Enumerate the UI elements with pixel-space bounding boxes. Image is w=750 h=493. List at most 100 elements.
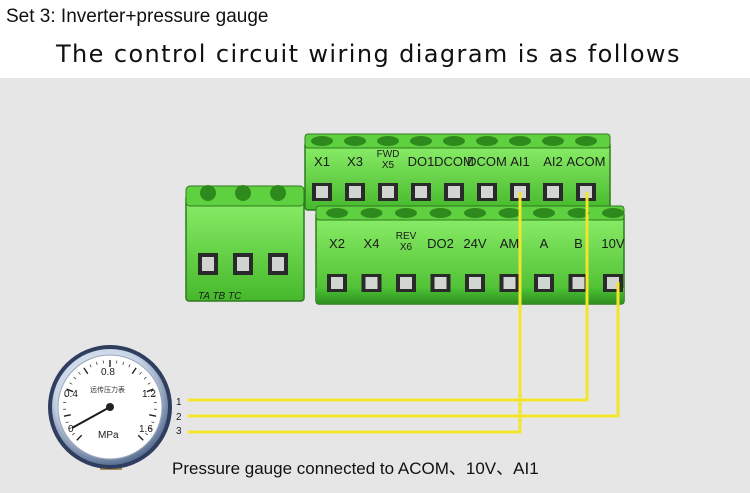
- top-terminal-screw: [349, 186, 361, 198]
- top-terminal-hole: [377, 136, 399, 146]
- wire-3: [188, 192, 522, 434]
- top-terminal-label: AI1: [510, 154, 530, 169]
- top-terminal-hole: [542, 136, 564, 146]
- gauge-tick: [69, 382, 73, 385]
- bottom-terminal-screw: [331, 277, 343, 289]
- top-terminal-screw: [547, 186, 559, 198]
- gauge-scale-label: 1.2: [142, 389, 156, 400]
- caption: Pressure gauge connected to ACOM、10V、AI1: [172, 459, 539, 478]
- top-terminal-hole: [575, 136, 597, 146]
- wires: [188, 192, 620, 434]
- bottom-terminal-screw: [365, 277, 378, 289]
- bottom-terminal-hole: [498, 208, 521, 218]
- header: Set 3: Inverter+pressure gauge The contr…: [0, 0, 750, 78]
- gauge-tick: [73, 376, 77, 380]
- bottom-terminal-hole: [464, 208, 486, 218]
- gauge-tick: [148, 427, 152, 430]
- bottom-terminal-label: 24V: [463, 236, 486, 251]
- gauge-tick: [72, 432, 75, 436]
- gauge-brand: 远传压力表: [90, 385, 125, 394]
- top-terminal-label: AI2: [543, 154, 563, 169]
- gauge-tick: [64, 395, 68, 397]
- gauge-tick: [65, 421, 69, 424]
- bottom-terminal-label: AM: [500, 236, 520, 251]
- gauge-tick: [131, 367, 137, 375]
- gauge-tick: [151, 421, 155, 424]
- gauge-scale-label: 0.4: [64, 389, 78, 400]
- bottom-terminal-screw: [538, 277, 550, 289]
- gauge-tick: [63, 414, 71, 417]
- top-terminal-hole: [476, 136, 498, 146]
- top-terminal-label: DO1: [408, 154, 435, 169]
- bottom-terminal-hole: [602, 208, 624, 218]
- bottom-terminal-screw: [434, 277, 447, 289]
- gauge-ticks: [63, 360, 157, 441]
- gauge-scale-label: 0: [68, 424, 74, 435]
- gauge-tick: [66, 388, 74, 393]
- top-terminal-label: DCOM: [467, 154, 507, 169]
- bottom-terminal-label: X6: [400, 242, 413, 253]
- bottom-terminal-label: X2: [329, 236, 345, 251]
- gauge-needle: [71, 406, 111, 429]
- top-terminal-label: X3: [347, 154, 363, 169]
- bottom-terminal-hole: [360, 208, 383, 218]
- gauge-tick: [149, 414, 157, 417]
- bottom-terminal-screw: [469, 277, 481, 289]
- gauge-tick: [145, 432, 148, 436]
- top-terminal-screw: [481, 186, 493, 198]
- wire-label: 2: [176, 412, 182, 423]
- top-terminal-label: ACOM: [567, 154, 606, 169]
- top-terminal-hole: [311, 136, 333, 146]
- gauge-tick: [96, 361, 98, 365]
- wire-label: 3: [176, 426, 182, 437]
- gauge-tick: [122, 361, 124, 365]
- bottom-terminal-label: REV: [396, 231, 417, 242]
- gauge-tick: [152, 395, 156, 397]
- bottom-terminal-hole: [567, 208, 590, 218]
- gauge-tick: [89, 364, 92, 368]
- wire-1: [188, 192, 589, 402]
- top-terminal-label: X5: [382, 160, 395, 171]
- gauge-unit: MPa: [98, 430, 119, 441]
- relay-terminal-block: TA TB TC: [185, 185, 305, 302]
- gauge-tick: [147, 382, 151, 385]
- bottom-terminal-hole: [326, 208, 348, 218]
- bottom-terminal-label: 10V: [601, 236, 624, 251]
- gauge-tick: [78, 371, 81, 375]
- gauge-tick: [83, 367, 89, 375]
- gauge-tick: [68, 427, 72, 430]
- top-terminal-label: X1: [314, 154, 330, 169]
- main-title: The control circuit wiring diagram is as…: [56, 40, 681, 68]
- top-terminal-screw: [448, 186, 460, 198]
- gauge-tick: [76, 434, 83, 441]
- gauge-tick: [146, 388, 154, 393]
- wire-2: [188, 282, 620, 418]
- gauge-scale-label: 1.6: [139, 424, 153, 435]
- bottom-terminal-hole: [395, 208, 417, 218]
- gauge-tick: [139, 371, 142, 375]
- bottom-terminal-screw: [400, 277, 412, 289]
- top-terminal-screw: [382, 186, 394, 198]
- wire-label: 1: [176, 397, 182, 408]
- gauge-tick: [128, 364, 131, 368]
- bottom-terminal-label: X4: [364, 236, 380, 251]
- bottom-terminal-label: A: [540, 236, 549, 251]
- relay-side-label: TA TB TC: [198, 291, 242, 302]
- gauge-scale-label: 0.8: [101, 367, 115, 378]
- bottom-terminal-label: B: [574, 236, 583, 251]
- bottom-terminal-screw: [607, 277, 619, 289]
- pressure-gauge: 0.8 0.4 1.2 0 1.6 远传压力表 MPa: [48, 345, 172, 470]
- bottom-terminal-hole: [429, 208, 452, 218]
- top-terminal-hole: [509, 136, 531, 146]
- top-terminal-hole: [410, 136, 432, 146]
- gauge-tick: [137, 434, 144, 441]
- top-terminal-screw: [415, 186, 427, 198]
- top-terminal-label: DCOM: [434, 154, 474, 169]
- bottom-terminal-label: DO2: [427, 236, 454, 251]
- set-title: Set 3: Inverter+pressure gauge: [6, 6, 269, 27]
- bottom-terminal-screw: [503, 277, 516, 289]
- gauge-tick: [143, 376, 147, 380]
- bottom-terminal-hole: [533, 208, 555, 218]
